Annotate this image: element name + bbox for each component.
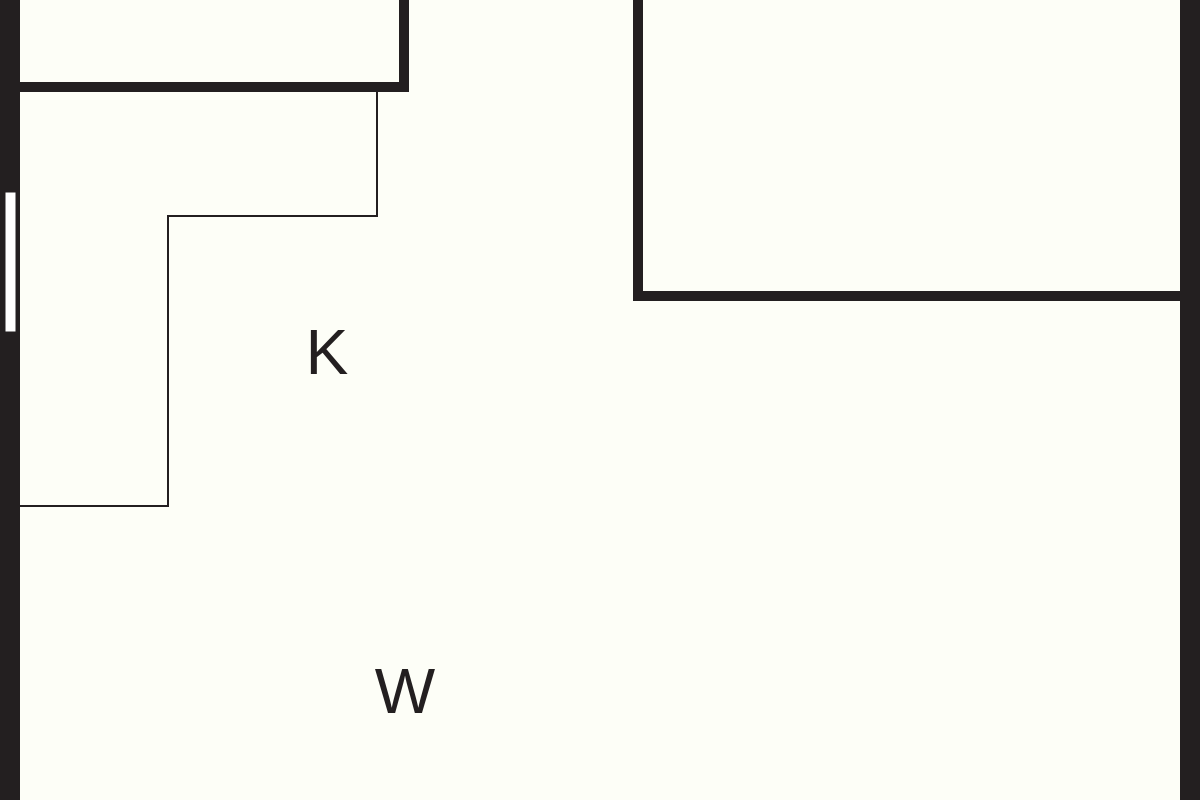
room-label-kitchen: K [306, 316, 349, 388]
upper-right-room-bottom-wall [633, 291, 1180, 301]
kitchen-counter-outline [20, 92, 378, 507]
upper-left-room-bottom-wall [20, 82, 409, 92]
upper-left-room-right-wall [399, 0, 409, 92]
upper-right-room-left-wall [633, 0, 643, 301]
room-label-living: W [375, 655, 436, 727]
left-exterior-wall [0, 0, 20, 800]
right-exterior-wall [1180, 0, 1200, 800]
left-wall-window [4, 191, 17, 333]
